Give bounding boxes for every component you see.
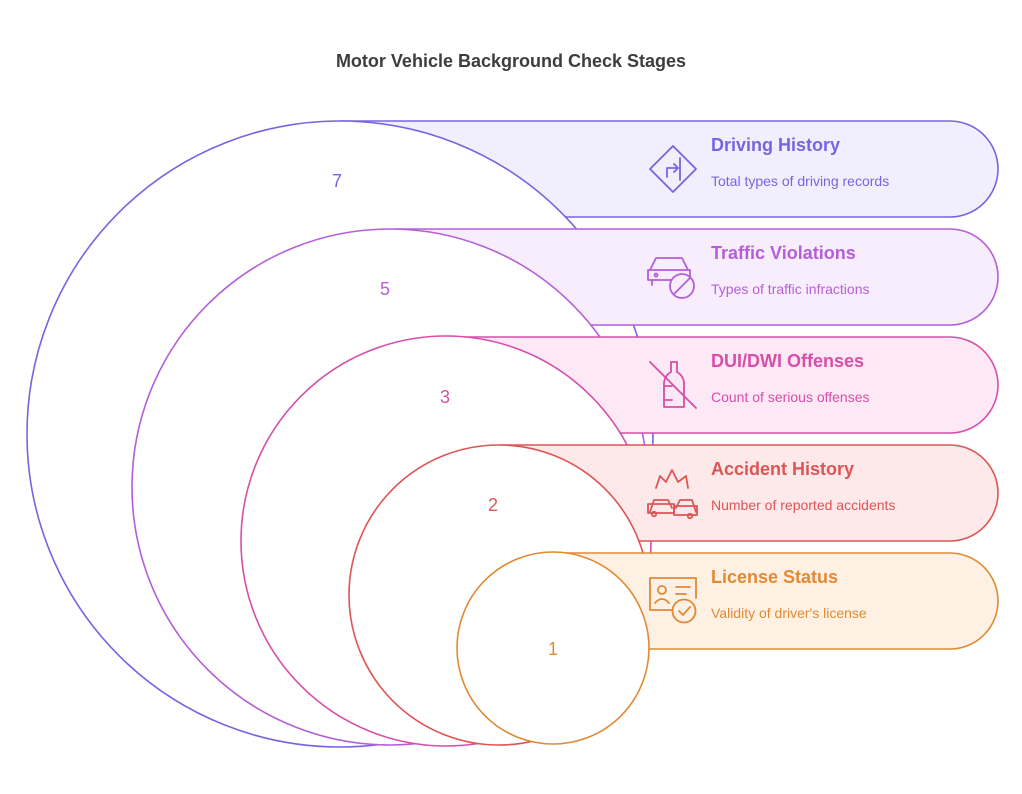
stage-label-accident-history: Accident History: [711, 459, 854, 479]
stage-description-dui-dwi-offenses: Count of serious offenses: [711, 389, 870, 405]
stage-value-driving-history: 7: [332, 171, 342, 191]
stage-label-traffic-violations: Traffic Violations: [711, 243, 856, 263]
stage-label-license-status: License Status: [711, 567, 838, 587]
no-alcohol-icon: [649, 361, 697, 409]
stage-description-accident-history: Number of reported accidents: [711, 497, 895, 513]
car-prohibited-icon: [647, 257, 695, 299]
diagram-title: Motor Vehicle Background Check Stages: [336, 51, 686, 71]
stage-description-license-status: Validity of driver's license: [711, 605, 867, 621]
stage-value-license-status: 1: [548, 639, 558, 659]
car-crash-icon: [647, 469, 698, 520]
stage-description-driving-history: Total types of driving records: [711, 173, 889, 189]
license-check-icon: [649, 577, 697, 624]
stage-bar-license-status: [551, 552, 999, 650]
stage-value-accident-history: 2: [488, 495, 498, 515]
stage-label-driving-history: Driving History: [711, 135, 840, 155]
road-sign-icon: [649, 145, 697, 193]
stage-value-dui-dwi-offenses: 3: [440, 387, 450, 407]
stage-value-traffic-violations: 5: [380, 279, 390, 299]
stage-description-traffic-violations: Types of traffic infractions: [711, 281, 869, 297]
stage-circle-license-status: [456, 551, 650, 745]
stage-label-dui-dwi-offenses: DUI/DWI Offenses: [711, 351, 864, 371]
stage-license-status: 1 License Status Validity of driver's li…: [456, 551, 999, 745]
